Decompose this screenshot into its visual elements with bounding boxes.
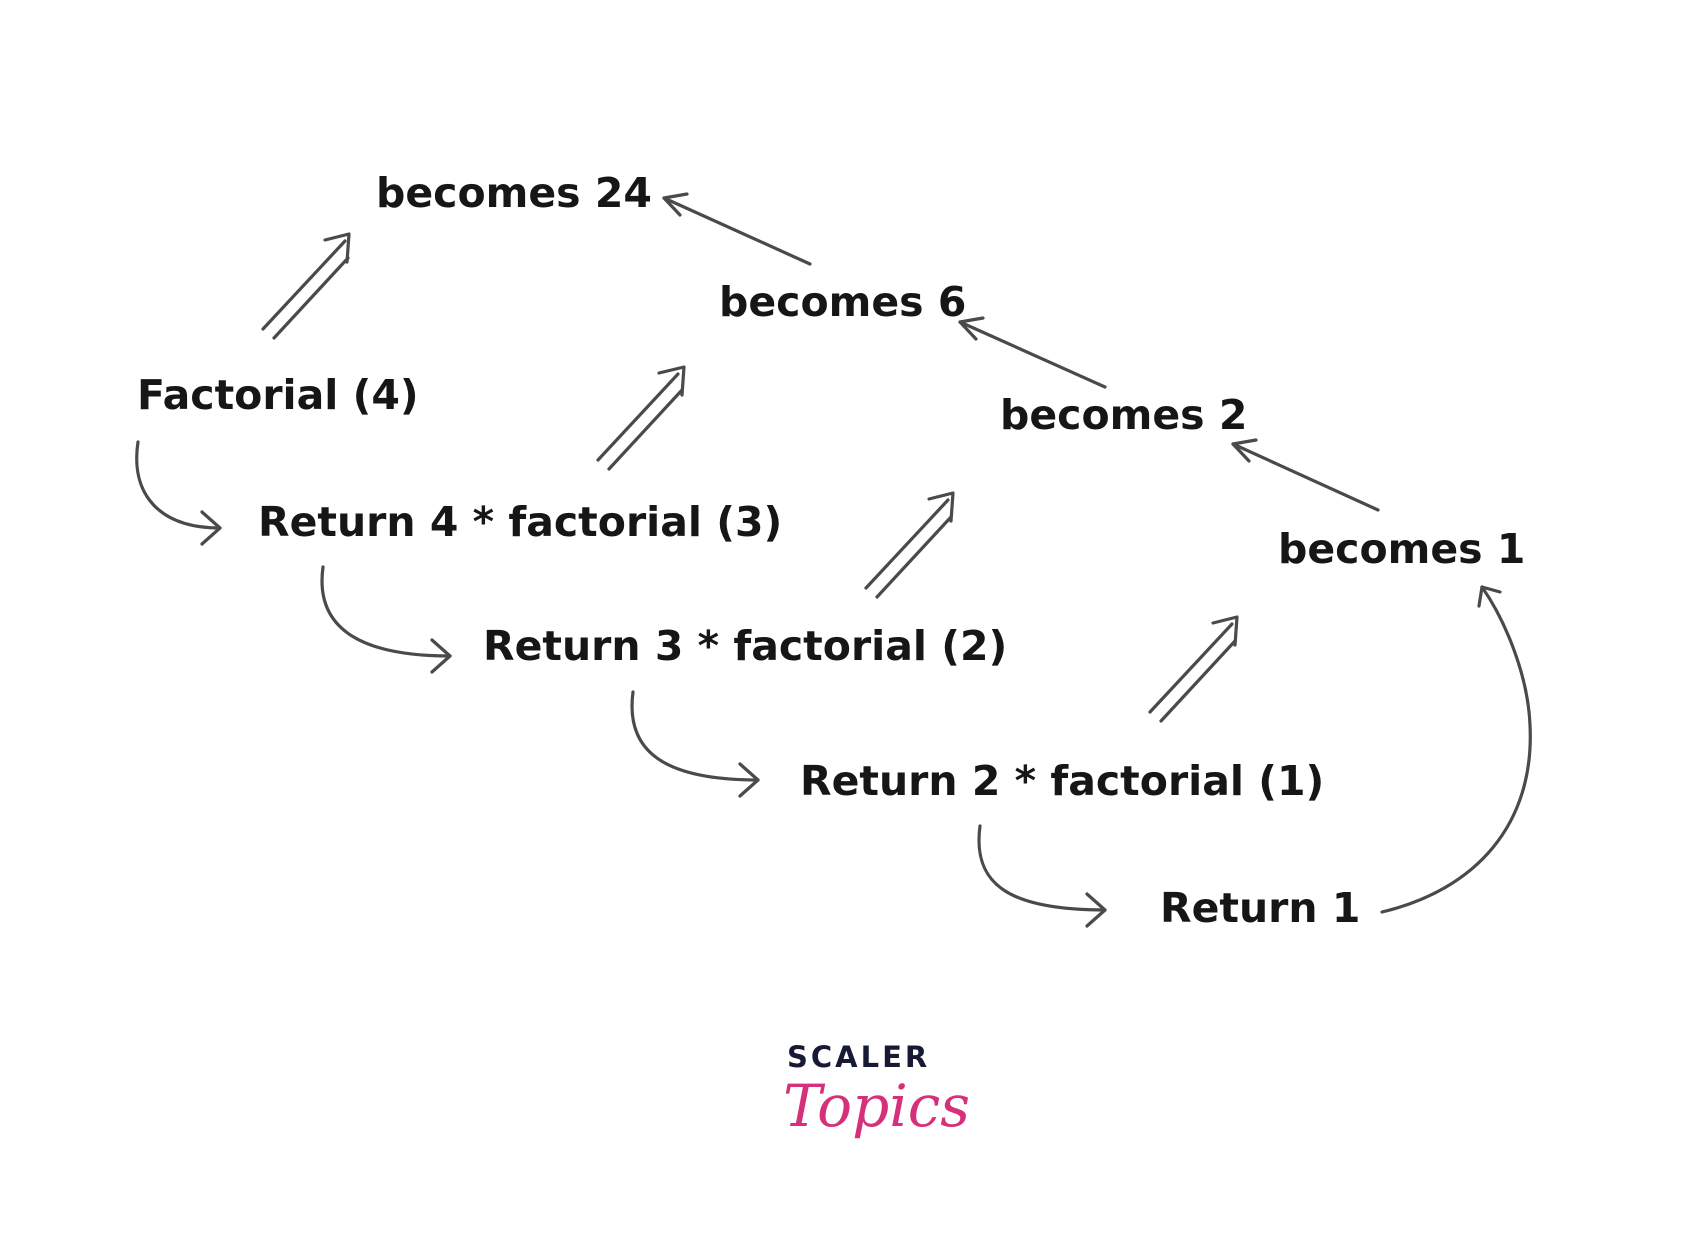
node-factorial-4: Factorial (4) (137, 371, 419, 419)
double-arrow-icon (596, 365, 686, 471)
double-arrow-icon (261, 232, 351, 340)
node-return-3: Return 3 * factorial (2) (483, 622, 1007, 670)
double-arrow-icon (1148, 615, 1239, 723)
node-becomes-1: becomes 1 (1278, 525, 1525, 573)
curved-arrow-icon (977, 824, 1107, 928)
curved-arrow-icon (135, 440, 222, 546)
arrow-icon (958, 316, 1107, 389)
node-becomes-6: becomes 6 (719, 278, 966, 326)
arrow-icon (1231, 438, 1380, 512)
node-return-1: Return 1 (1160, 884, 1360, 932)
curved-arrow-icon (630, 690, 760, 798)
node-becomes-24: becomes 24 (376, 169, 652, 217)
scaler-topics-logo: SCALER Topics (783, 1040, 970, 1140)
logo-scaler-text: SCALER (787, 1040, 930, 1074)
logo-topics-text: Topics (783, 1072, 970, 1140)
arrow-icon (662, 192, 812, 266)
double-arrow-icon (864, 491, 955, 599)
curved-arrow-icon (320, 565, 452, 674)
node-return-4: Return 4 * factorial (3) (258, 498, 782, 546)
node-becomes-2: becomes 2 (1000, 391, 1247, 439)
curved-arrow-icon (1380, 585, 1532, 914)
node-return-2: Return 2 * factorial (1) (800, 757, 1324, 805)
